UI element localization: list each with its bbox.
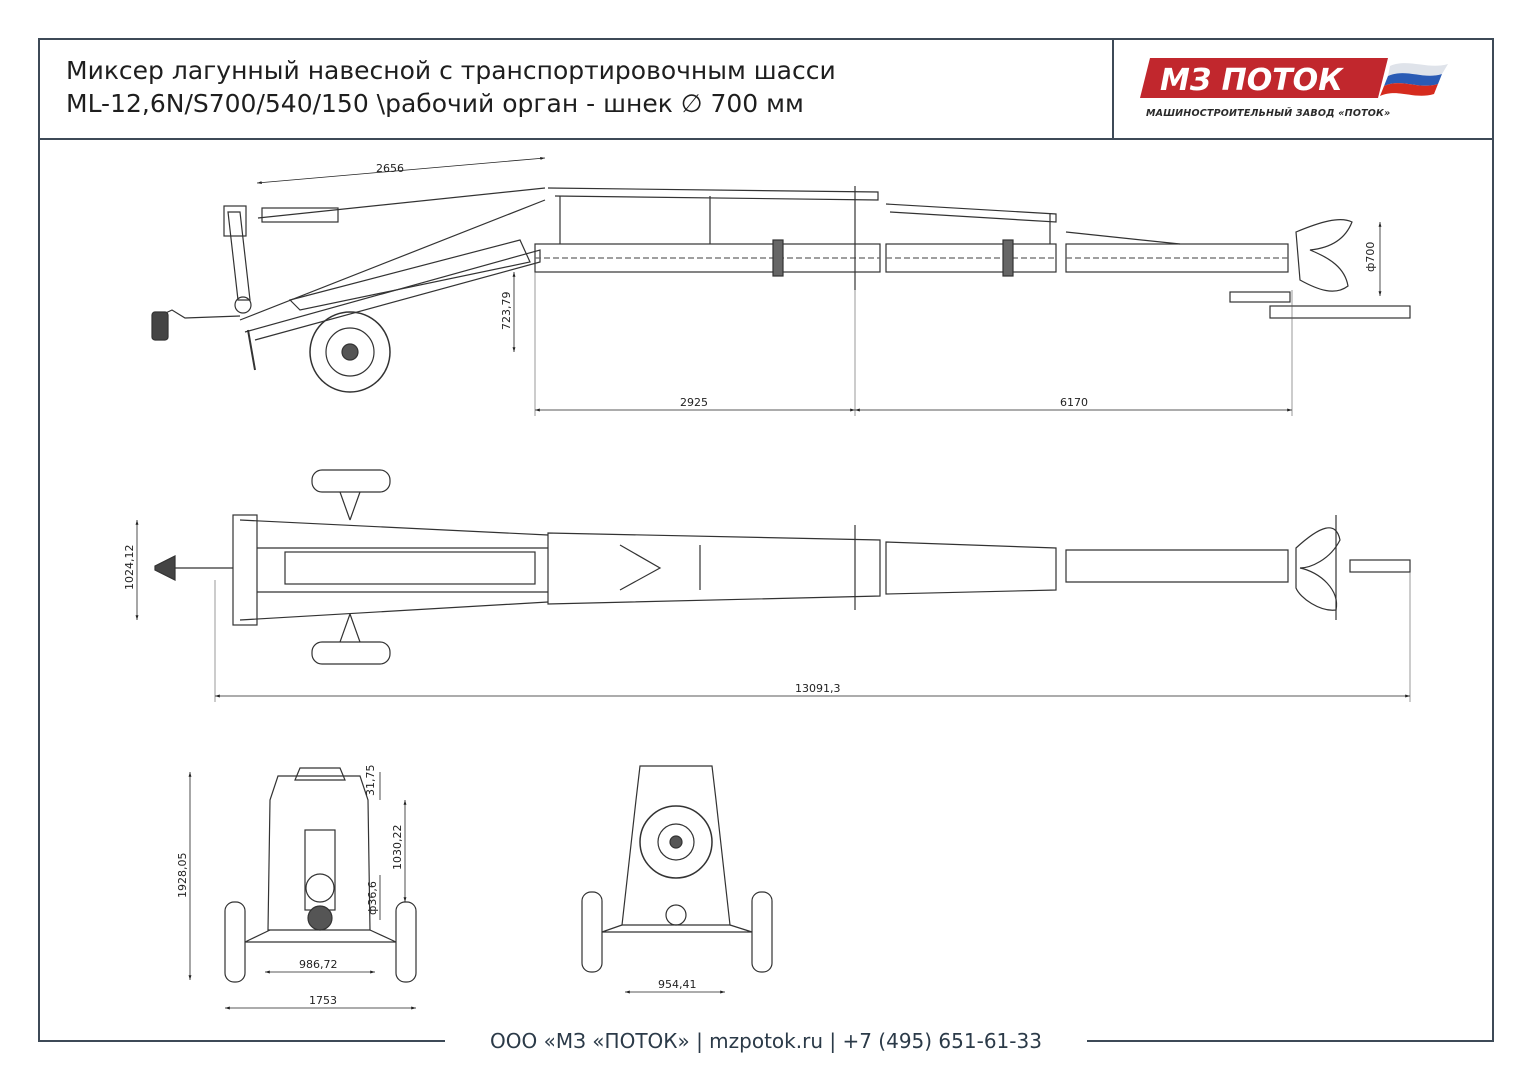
front-hub	[307, 905, 333, 931]
drawing-sheet: Миксер лагунный навесной с транспортиров…	[38, 38, 1494, 1042]
russian-flag-icon	[1380, 63, 1448, 96]
rear-axle	[601, 924, 753, 933]
dim-1753: 1753	[309, 994, 337, 1007]
gearbox-top	[284, 551, 536, 585]
hitch-frame	[232, 514, 258, 626]
dim-6170: 6170	[1060, 396, 1088, 409]
coupling-2	[1002, 239, 1014, 277]
main-beam	[257, 547, 548, 593]
cylinder-body	[261, 207, 339, 223]
hitch-mast	[227, 211, 251, 301]
hitch-pivot	[234, 296, 252, 314]
auger-screw	[1295, 219, 1353, 292]
company-logo: МЗ ПОТОК	[1140, 58, 1448, 98]
logo-subtitle: МАШИНОСТРОИТЕЛЬНЫЙ ЗАВОД «ПОТОК»	[1146, 108, 1391, 119]
front-wheel-right	[395, 901, 417, 983]
top-wheel-lower	[311, 641, 391, 665]
rear-wheel-left	[581, 891, 603, 973]
dim-1928: 1928,05	[176, 853, 189, 899]
top-rail-2	[885, 203, 1057, 223]
jack-stand	[247, 329, 256, 371]
top-boom-section-3	[1065, 549, 1289, 583]
top-rail-3	[1065, 231, 1181, 245]
rear-view	[581, 765, 773, 994]
side-wheel	[309, 311, 391, 393]
footer-contacts: ООО «МЗ «ПОТОК» | mzpotok.ru | +7 (495) …	[445, 1027, 1087, 1055]
dim-2656: 2656	[376, 162, 404, 175]
title-line-2: ML-12,6N/S700/540/150 \рабочий орган - ш…	[66, 89, 804, 118]
side-wheel-rim	[325, 327, 375, 377]
hitch-top-bracket	[223, 205, 247, 237]
front-top-plate	[294, 767, 346, 781]
dim-31: 31,75	[364, 765, 377, 797]
dim-2925: 2925	[680, 396, 708, 409]
top-boom-section-2	[885, 541, 1057, 595]
coupling-1	[772, 239, 784, 277]
top-rail-1	[547, 187, 879, 201]
logo-brand-text: МЗ ПОТОК	[1160, 63, 1344, 98]
rear-wheel-right	[751, 891, 773, 973]
dim-954: 954,41	[658, 978, 697, 991]
front-axle	[244, 929, 397, 943]
title-block: Миксер лагунный навесной с транспортиров…	[40, 40, 1492, 140]
dim-36: ф36,6	[366, 881, 379, 915]
top-auger-shaft	[1349, 559, 1411, 573]
top-wheel-upper	[311, 469, 391, 493]
auger-bracket	[1229, 291, 1291, 303]
hydraulic-cylinder	[257, 187, 546, 219]
front-wheel-left	[224, 901, 246, 983]
top-boom-section-1	[547, 532, 881, 605]
side-wheel-hub	[341, 343, 359, 361]
rear-disc-inner	[657, 823, 695, 861]
wheel-struts	[339, 491, 361, 643]
dim-1030: 1030,22	[391, 825, 404, 871]
top-auger	[1295, 527, 1341, 611]
dim-13091: 13091,3	[795, 682, 841, 695]
frame-tapers	[239, 519, 549, 621]
dim-700: ф700	[1364, 242, 1377, 272]
dim-723: 723,79	[500, 292, 513, 331]
top-view	[135, 469, 1411, 702]
title-line-1: Миксер лагунный навесной с транспортиров…	[66, 56, 836, 85]
rear-disc	[639, 805, 713, 879]
top-boom-brace	[619, 544, 701, 591]
logo-red-plate	[1140, 58, 1388, 98]
dim-line-2656	[256, 156, 546, 185]
drawing-title: Миксер лагунный навесной с транспортиров…	[66, 54, 836, 120]
dim-1024: 1024,12	[123, 545, 136, 591]
frame-diagonal-lower	[244, 249, 541, 341]
front-view	[188, 767, 417, 1010]
top-pto-coupler	[154, 555, 176, 581]
rear-disc-hub	[669, 835, 683, 849]
gearbox-housing	[288, 239, 531, 311]
side-view	[151, 156, 1411, 416]
pto-coupler	[151, 311, 169, 341]
logo-block: МЗ ПОТОК МАШИНОСТРОИТЕЛЬНЫЙ ЗАВОД «ПОТОК…	[1112, 40, 1494, 138]
auger-support	[1269, 305, 1411, 319]
front-pulley	[305, 873, 335, 903]
rear-hub	[665, 904, 687, 926]
dim-986: 986,72	[299, 958, 338, 971]
